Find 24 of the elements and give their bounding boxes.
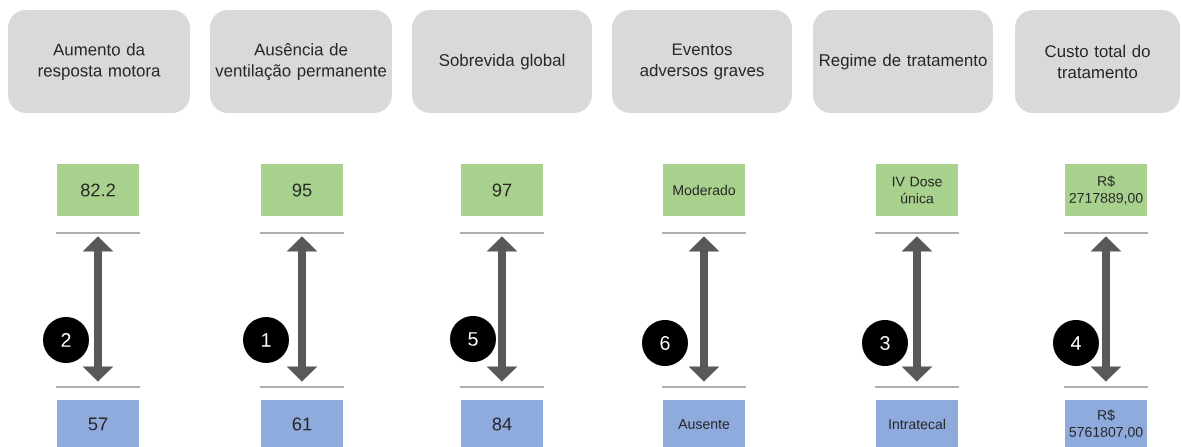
value-box: IV Dose única (876, 164, 958, 216)
callout-number: 1 (243, 317, 289, 363)
callout-number: 2 (43, 317, 89, 363)
value-box: 95 (261, 164, 343, 216)
header-box: Eventos adversos graves (612, 10, 792, 113)
header-box: Sobrevida global (412, 10, 592, 113)
value-box: Moderado (663, 164, 745, 216)
header-box: Custo total do tratamento (1015, 10, 1180, 113)
value-box: Intratecal (876, 400, 958, 447)
value-box: Ausente (663, 400, 745, 447)
value-box: 61 (261, 400, 343, 447)
value-box: 97 (461, 164, 543, 216)
callout-number: 3 (862, 320, 908, 366)
callout-number: 4 (1053, 320, 1099, 366)
header-box: Regime de tratamento (813, 10, 993, 113)
value-box: 82.2 (57, 164, 139, 216)
value-box: 57 (57, 400, 139, 447)
value-box: R$ 2717889,00 (1065, 164, 1147, 216)
callout-number: 5 (450, 316, 496, 362)
value-box: R$ 5761807,00 (1065, 400, 1147, 447)
callout-number: 6 (642, 320, 688, 366)
header-box: Aumento da resposta motora (8, 10, 190, 113)
header-box: Ausência de ventilação permanente (210, 10, 392, 113)
value-box: 84 (461, 400, 543, 447)
